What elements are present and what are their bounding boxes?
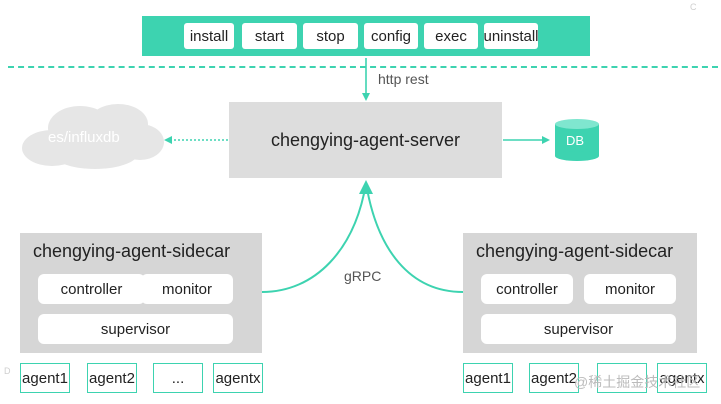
watermark: @稀土掘金技术社区 xyxy=(574,374,701,390)
corner-mark: D xyxy=(4,366,11,376)
grpc-arrowhead xyxy=(359,180,373,194)
agent-box-blank xyxy=(597,363,647,393)
sidecar-left: chengying-agent-sidecar controller monit… xyxy=(20,233,262,353)
db-label: DB xyxy=(566,133,585,148)
controller-box: controller xyxy=(38,274,145,304)
agent-box: agent2 xyxy=(529,363,579,393)
grpc-curve-right xyxy=(365,182,464,293)
stop-command: stop xyxy=(303,23,358,49)
install-command: install xyxy=(184,23,234,49)
exec-command: exec xyxy=(424,23,478,49)
agent-box: agent1 xyxy=(20,363,70,393)
agent-box-ellipsis: ... xyxy=(153,363,203,393)
corner-mark: C xyxy=(690,2,697,12)
server-label: chengying-agent-server xyxy=(270,129,461,150)
sidecar-title: chengying-agent-sidecar xyxy=(476,241,674,261)
db-cylinder xyxy=(555,119,599,161)
grpc-label: gRPC xyxy=(344,268,382,284)
command-bar: install start stop config exec uninstall xyxy=(142,16,590,56)
config-command: config xyxy=(364,23,418,49)
controller-box: controller xyxy=(481,274,573,304)
sidecar-right: chengying-agent-sidecar controller monit… xyxy=(463,233,697,353)
monitor-box: monitor xyxy=(141,274,233,304)
sidecar-title: chengying-agent-sidecar xyxy=(33,241,231,261)
agent-box: agentx xyxy=(657,363,707,393)
supervisor-box: supervisor xyxy=(481,314,676,344)
start-command: start xyxy=(242,23,297,49)
agent-box: agent2 xyxy=(87,363,137,393)
agent-box: agent1 xyxy=(463,363,513,393)
server-box: chengying-agent-server xyxy=(229,102,502,178)
agent-box: agentx xyxy=(213,363,263,393)
cloud-shape xyxy=(22,104,164,169)
monitor-box: monitor xyxy=(584,274,676,304)
supervisor-box: supervisor xyxy=(38,314,233,344)
cloud-label: es/influxdb xyxy=(48,129,120,146)
uninstall-command: uninstall xyxy=(483,23,539,49)
http-rest-label: http rest xyxy=(378,71,429,87)
grpc-curve-left xyxy=(261,182,367,293)
boundary-dashed-line xyxy=(8,66,718,68)
